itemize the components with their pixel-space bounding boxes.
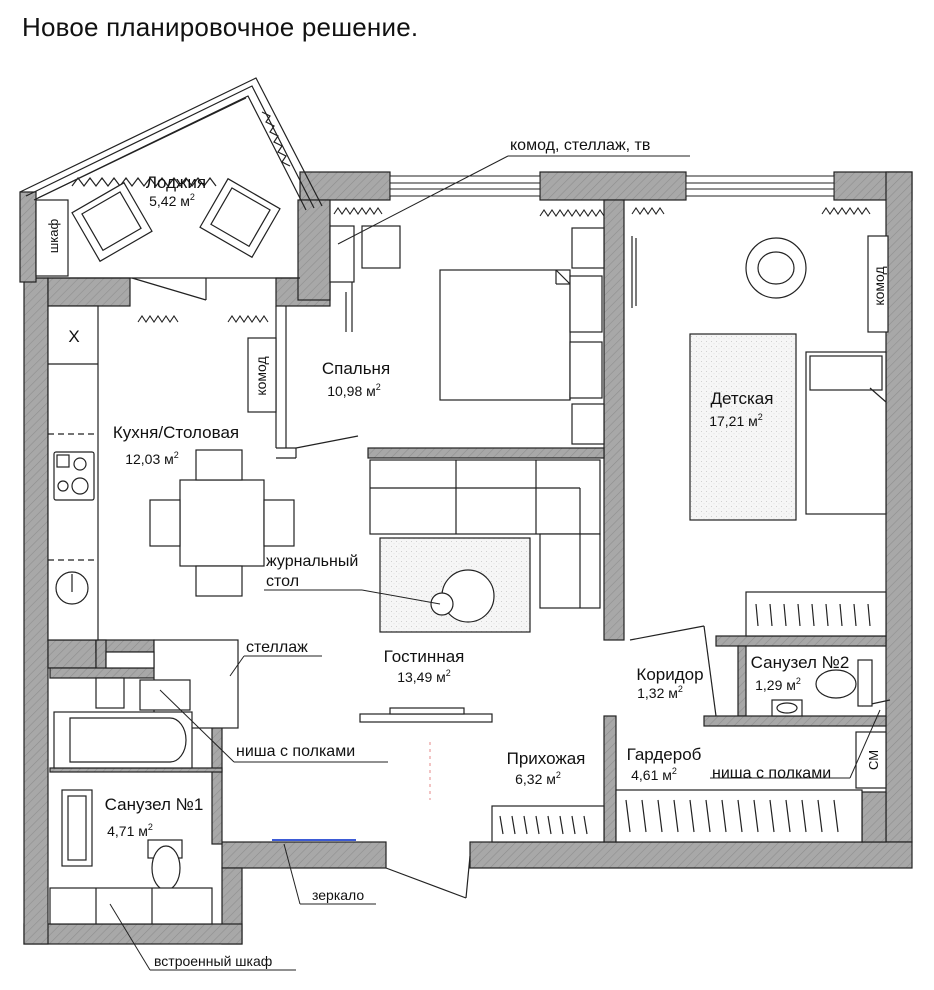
leader-lines (109, 155, 881, 971)
room-name-wc1: Санузел №1 (105, 795, 204, 814)
loggia-closet (35, 199, 69, 277)
kids-wardrobe (745, 591, 887, 637)
room-name-bedroom: Спальня (322, 359, 390, 378)
room-area-kitchen: 12,03 м2 (125, 450, 179, 467)
room-area-bedroom: 10,98 м2 (327, 382, 381, 399)
room-name-wc2: Санузел №2 (751, 653, 850, 672)
armchair (71, 177, 281, 263)
room-area-wc1: 4,71 м2 (107, 822, 153, 839)
sofa (369, 459, 601, 609)
room-name-kitchen: Кухня/Столовая (113, 423, 239, 442)
label-mirror: зеркало (312, 887, 364, 903)
dining-table (149, 449, 295, 597)
windows (389, 175, 835, 197)
room-area-wc2: 1,29 м2 (755, 676, 801, 693)
label-shelving: стеллаж (246, 639, 308, 656)
room-area-kids: 17,21 м2 (709, 412, 763, 429)
hob (53, 451, 95, 501)
wc1-fixtures (49, 651, 213, 925)
page-title: Новое планировочное решение. (22, 12, 419, 42)
radiators (137, 207, 871, 323)
interior-walls (49, 199, 887, 845)
label-coffee-table-line1: журнальный (266, 553, 358, 570)
room-area-hall: 6,32 м2 (515, 770, 561, 787)
fridge-label: Х (68, 327, 79, 346)
room-area-loggia: 5,42 м2 (149, 192, 195, 209)
room-area-corridor: 1,32 м2 (637, 684, 683, 701)
label-built-in-closet: встроенный шкаф (154, 953, 272, 969)
bedroom-furniture (329, 225, 605, 445)
loggia (19, 77, 323, 301)
label-niche-shelves-2: ниша с полками (712, 765, 831, 782)
kids-furniture (689, 235, 889, 521)
room-name-living: Гостинная (384, 647, 465, 666)
kitchen-dresser (247, 337, 277, 413)
tv-stand (359, 707, 493, 723)
room-name-wardrobe: Гардероб (627, 745, 702, 764)
label-niche-shelves-1: ниша с полками (236, 743, 355, 760)
room-area-wardrobe: 4,61 м2 (631, 766, 677, 783)
kitchen-sink (55, 571, 89, 605)
wc2-fixtures (771, 659, 873, 717)
coffee-table-rug (379, 537, 531, 633)
label-dresser-shelf-tv: комод, стеллаж, тв (510, 137, 650, 154)
room-name-kids: Детская (711, 389, 774, 408)
loggia-closet-label: шкаф (46, 219, 61, 254)
washer-label: СМ (866, 750, 881, 770)
label-coffee-table-line2: стол (266, 573, 299, 590)
room-name-corridor: Коридор (636, 665, 703, 684)
room-name-loggia: Лоджия (146, 173, 206, 192)
kitchen-dresser-label: комод (253, 356, 269, 395)
shoe-rack (491, 805, 605, 843)
room-area-living: 13,49 м2 (397, 668, 451, 685)
kids-dresser-label: комод (871, 266, 887, 305)
wardrobe (615, 731, 887, 843)
room-name-hall: Прихожая (507, 749, 586, 768)
